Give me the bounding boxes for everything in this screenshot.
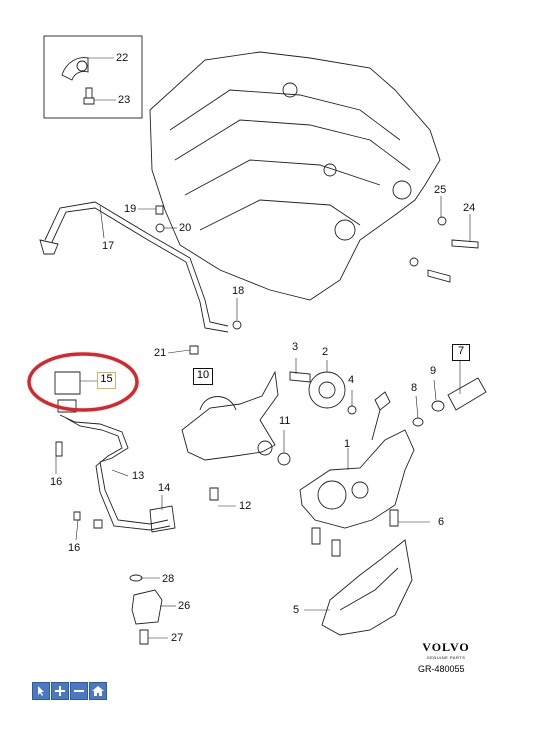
callout-13: 13 — [132, 470, 145, 482]
callout-19: 19 — [124, 203, 137, 215]
callout-15: 15 — [97, 372, 116, 389]
brand-name: VOLVO — [422, 640, 470, 654]
bolt-23 — [83, 87, 95, 105]
callout-3: 3 — [292, 341, 299, 353]
housing-10 — [181, 370, 279, 461]
bracket-26 — [131, 589, 163, 625]
callout-23: 23 — [118, 94, 131, 106]
callout-22: 22 — [116, 52, 129, 64]
zoom-in-icon[interactable] — [51, 682, 69, 700]
volvo-logo: VOLVO GENUINE PARTS — [416, 640, 476, 660]
callout-26: 26 — [178, 600, 191, 612]
clip-part — [61, 57, 89, 81]
callout-5: 5 — [293, 604, 300, 616]
callout-17: 17 — [102, 240, 115, 252]
engine-block — [149, 51, 441, 301]
callout-18: 18 — [232, 285, 245, 297]
home-icon[interactable] — [89, 682, 107, 700]
callout-9: 9 — [430, 365, 437, 377]
bolt-24 — [451, 239, 479, 249]
sprocket-2 — [308, 371, 346, 409]
callout-4: 4 — [348, 374, 355, 386]
callout-14: 14 — [158, 482, 171, 494]
callout-11: 11 — [279, 415, 291, 427]
callout-16-top: 16 — [50, 476, 63, 488]
pointer-icon[interactable] — [32, 682, 50, 700]
pipe-17 — [44, 201, 229, 327]
bolt-3 — [289, 371, 311, 383]
callout-24: 24 — [463, 202, 476, 214]
callout-21: 21 — [154, 347, 167, 359]
callout-27: 27 — [171, 632, 184, 644]
viewer-toolbar — [32, 682, 107, 700]
callout-25: 25 — [434, 184, 447, 196]
callout-28: 28 — [162, 573, 175, 585]
zoom-out-icon[interactable] — [70, 682, 88, 700]
filter-7 — [447, 377, 487, 411]
pipe-13 — [59, 414, 169, 525]
shield-5 — [321, 539, 413, 636]
callout-20: 20 — [179, 222, 192, 234]
brand-subtitle: GENUINE PARTS — [426, 655, 466, 660]
callout-16-bottom: 16 — [68, 542, 81, 554]
bracket-15 — [54, 371, 81, 395]
callout-6: 6 — [438, 516, 445, 528]
callout-7: 7 — [452, 344, 470, 361]
diagram-reference: GR-480055 — [418, 664, 465, 674]
inset-frame — [43, 35, 143, 119]
callout-2: 2 — [322, 346, 329, 358]
callout-8: 8 — [411, 382, 418, 394]
callout-10: 10 — [193, 368, 213, 385]
oil-pump-1 — [299, 429, 415, 529]
highlight-ellipse — [27, 352, 139, 412]
callout-12: 12 — [239, 500, 252, 512]
callout-1: 1 — [344, 438, 351, 450]
